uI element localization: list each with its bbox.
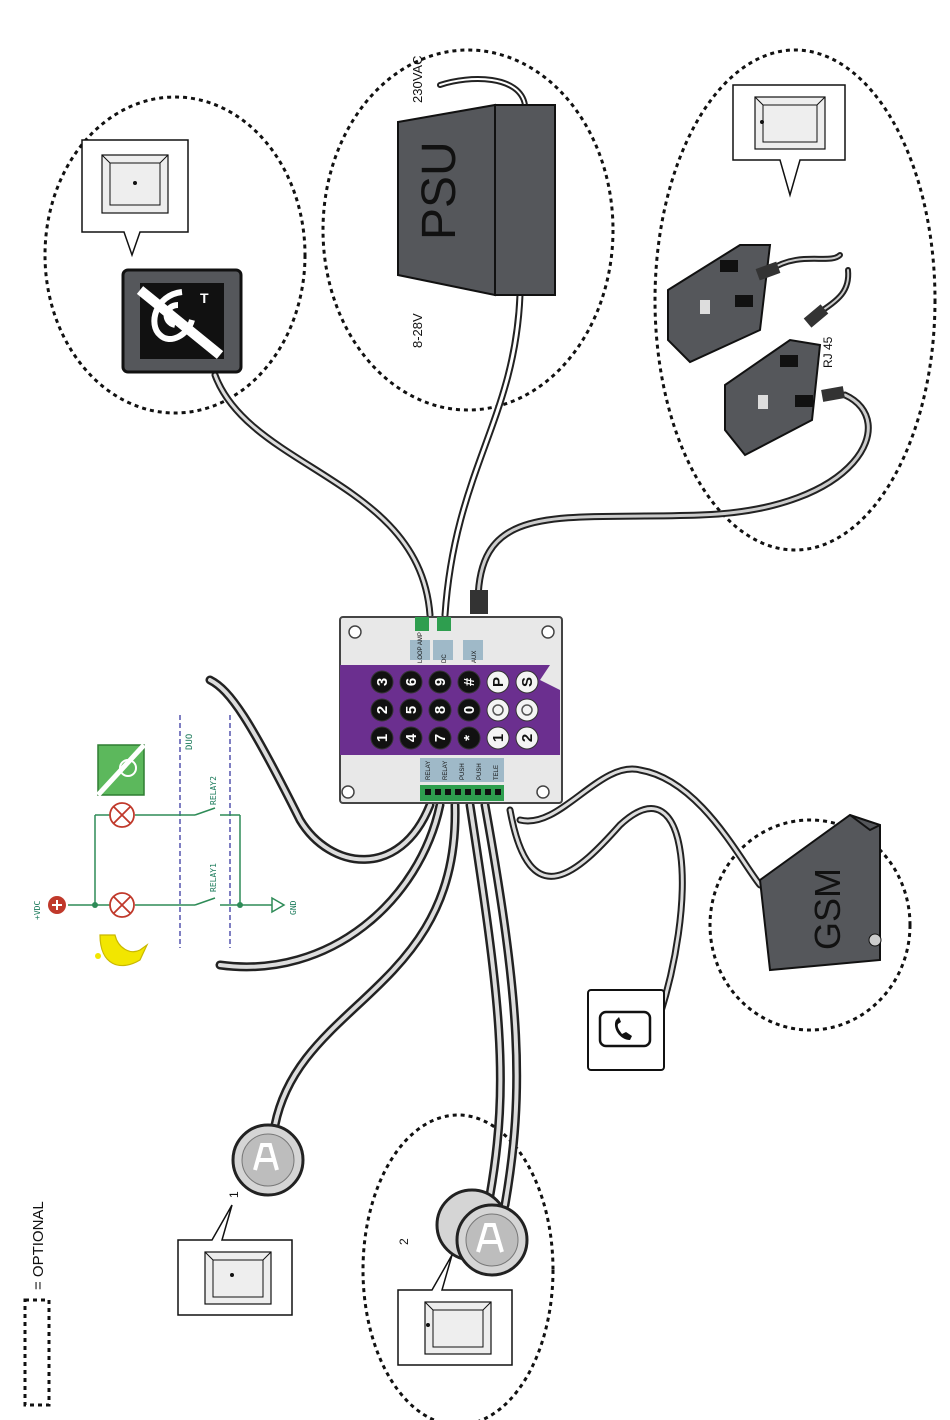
duo-label: DUO bbox=[185, 734, 195, 750]
psu: PSU 230VAC 8-28V bbox=[398, 56, 555, 348]
keypad-key bbox=[487, 699, 509, 721]
control-board: LOOP AMP DC AUX 1 2 3 4 5 6 7 8 9 * 0 #1 P 2 S RELAY R… bbox=[340, 617, 562, 803]
keypad-key-label: 4 bbox=[403, 733, 420, 742]
bell-icon bbox=[100, 935, 147, 966]
connector-bottom-2: PUSH bbox=[460, 763, 466, 780]
connector-top-2: AUX bbox=[472, 651, 478, 663]
loop-2-label: 2 bbox=[397, 1238, 411, 1245]
connector-bottom-4: TELE bbox=[494, 765, 500, 780]
keypad-key-label: 5 bbox=[403, 706, 420, 714]
rj45-label: RJ 45 bbox=[821, 336, 835, 368]
relay2-label: RELAY2 bbox=[209, 776, 218, 805]
keypad-key-label: 0 bbox=[461, 706, 478, 714]
keypad-key-label: S bbox=[519, 677, 536, 687]
telephone-socket bbox=[588, 990, 664, 1070]
keypad-key-label: 6 bbox=[403, 678, 420, 686]
t-symbol-icon: T bbox=[200, 290, 209, 306]
connector-bottom-3: PUSH bbox=[477, 763, 483, 780]
callout-loop-amp bbox=[82, 140, 188, 255]
connector-top-1: DC bbox=[442, 654, 448, 663]
relay-schematic: DUO RELAY2 RELAY1 +VDC GND bbox=[33, 715, 298, 966]
ground-icon bbox=[272, 898, 284, 912]
keypad-key-label: P bbox=[490, 677, 507, 687]
relay1-label: RELAY1 bbox=[209, 863, 218, 892]
loop-amplifier-sign: T bbox=[123, 270, 241, 372]
keypad-key-label: * bbox=[461, 735, 478, 741]
mains-voltage-label: 230VAC bbox=[410, 56, 425, 103]
callout-push-1 bbox=[178, 1205, 292, 1315]
keypad-key-label: 2 bbox=[519, 734, 536, 742]
psu-label: PSU bbox=[413, 141, 466, 240]
gnd-label: GND bbox=[289, 900, 298, 915]
rj45-units: RJ 45 bbox=[470, 245, 845, 614]
keypad-key-label: 9 bbox=[432, 678, 449, 686]
keypad-key-label: 2 bbox=[374, 706, 391, 714]
keypad-key-label: 1 bbox=[490, 734, 507, 742]
keypad-key-label: 3 bbox=[374, 678, 391, 686]
push-button-1 bbox=[233, 1125, 303, 1195]
keypad-key-label: # bbox=[461, 677, 478, 686]
gsm-unit: GSM bbox=[760, 815, 881, 970]
loop-1-label: 1 bbox=[227, 1191, 241, 1198]
keypad-key-label: 1 bbox=[374, 734, 391, 742]
connector-top-0: LOOP AMP bbox=[418, 632, 424, 663]
dc-voltage-label: 8-28V bbox=[410, 313, 425, 348]
keypad-key-label: 7 bbox=[432, 734, 449, 742]
callout-rj45 bbox=[733, 85, 845, 195]
vdc-label: +VDC bbox=[33, 901, 42, 920]
optional-zone-push2 bbox=[363, 1115, 553, 1420]
optional-legend-label: = OPTIONAL bbox=[30, 1201, 47, 1290]
connector-bottom-0: RELAY bbox=[426, 761, 432, 780]
optional-legend-swatch bbox=[25, 1300, 49, 1405]
connector-bottom-1: RELAY bbox=[443, 761, 449, 780]
gsm-label: GSM bbox=[807, 868, 848, 950]
keypad-key bbox=[516, 699, 538, 721]
legend: = OPTIONAL bbox=[25, 1201, 49, 1405]
keypad-key-label: 8 bbox=[432, 706, 449, 714]
